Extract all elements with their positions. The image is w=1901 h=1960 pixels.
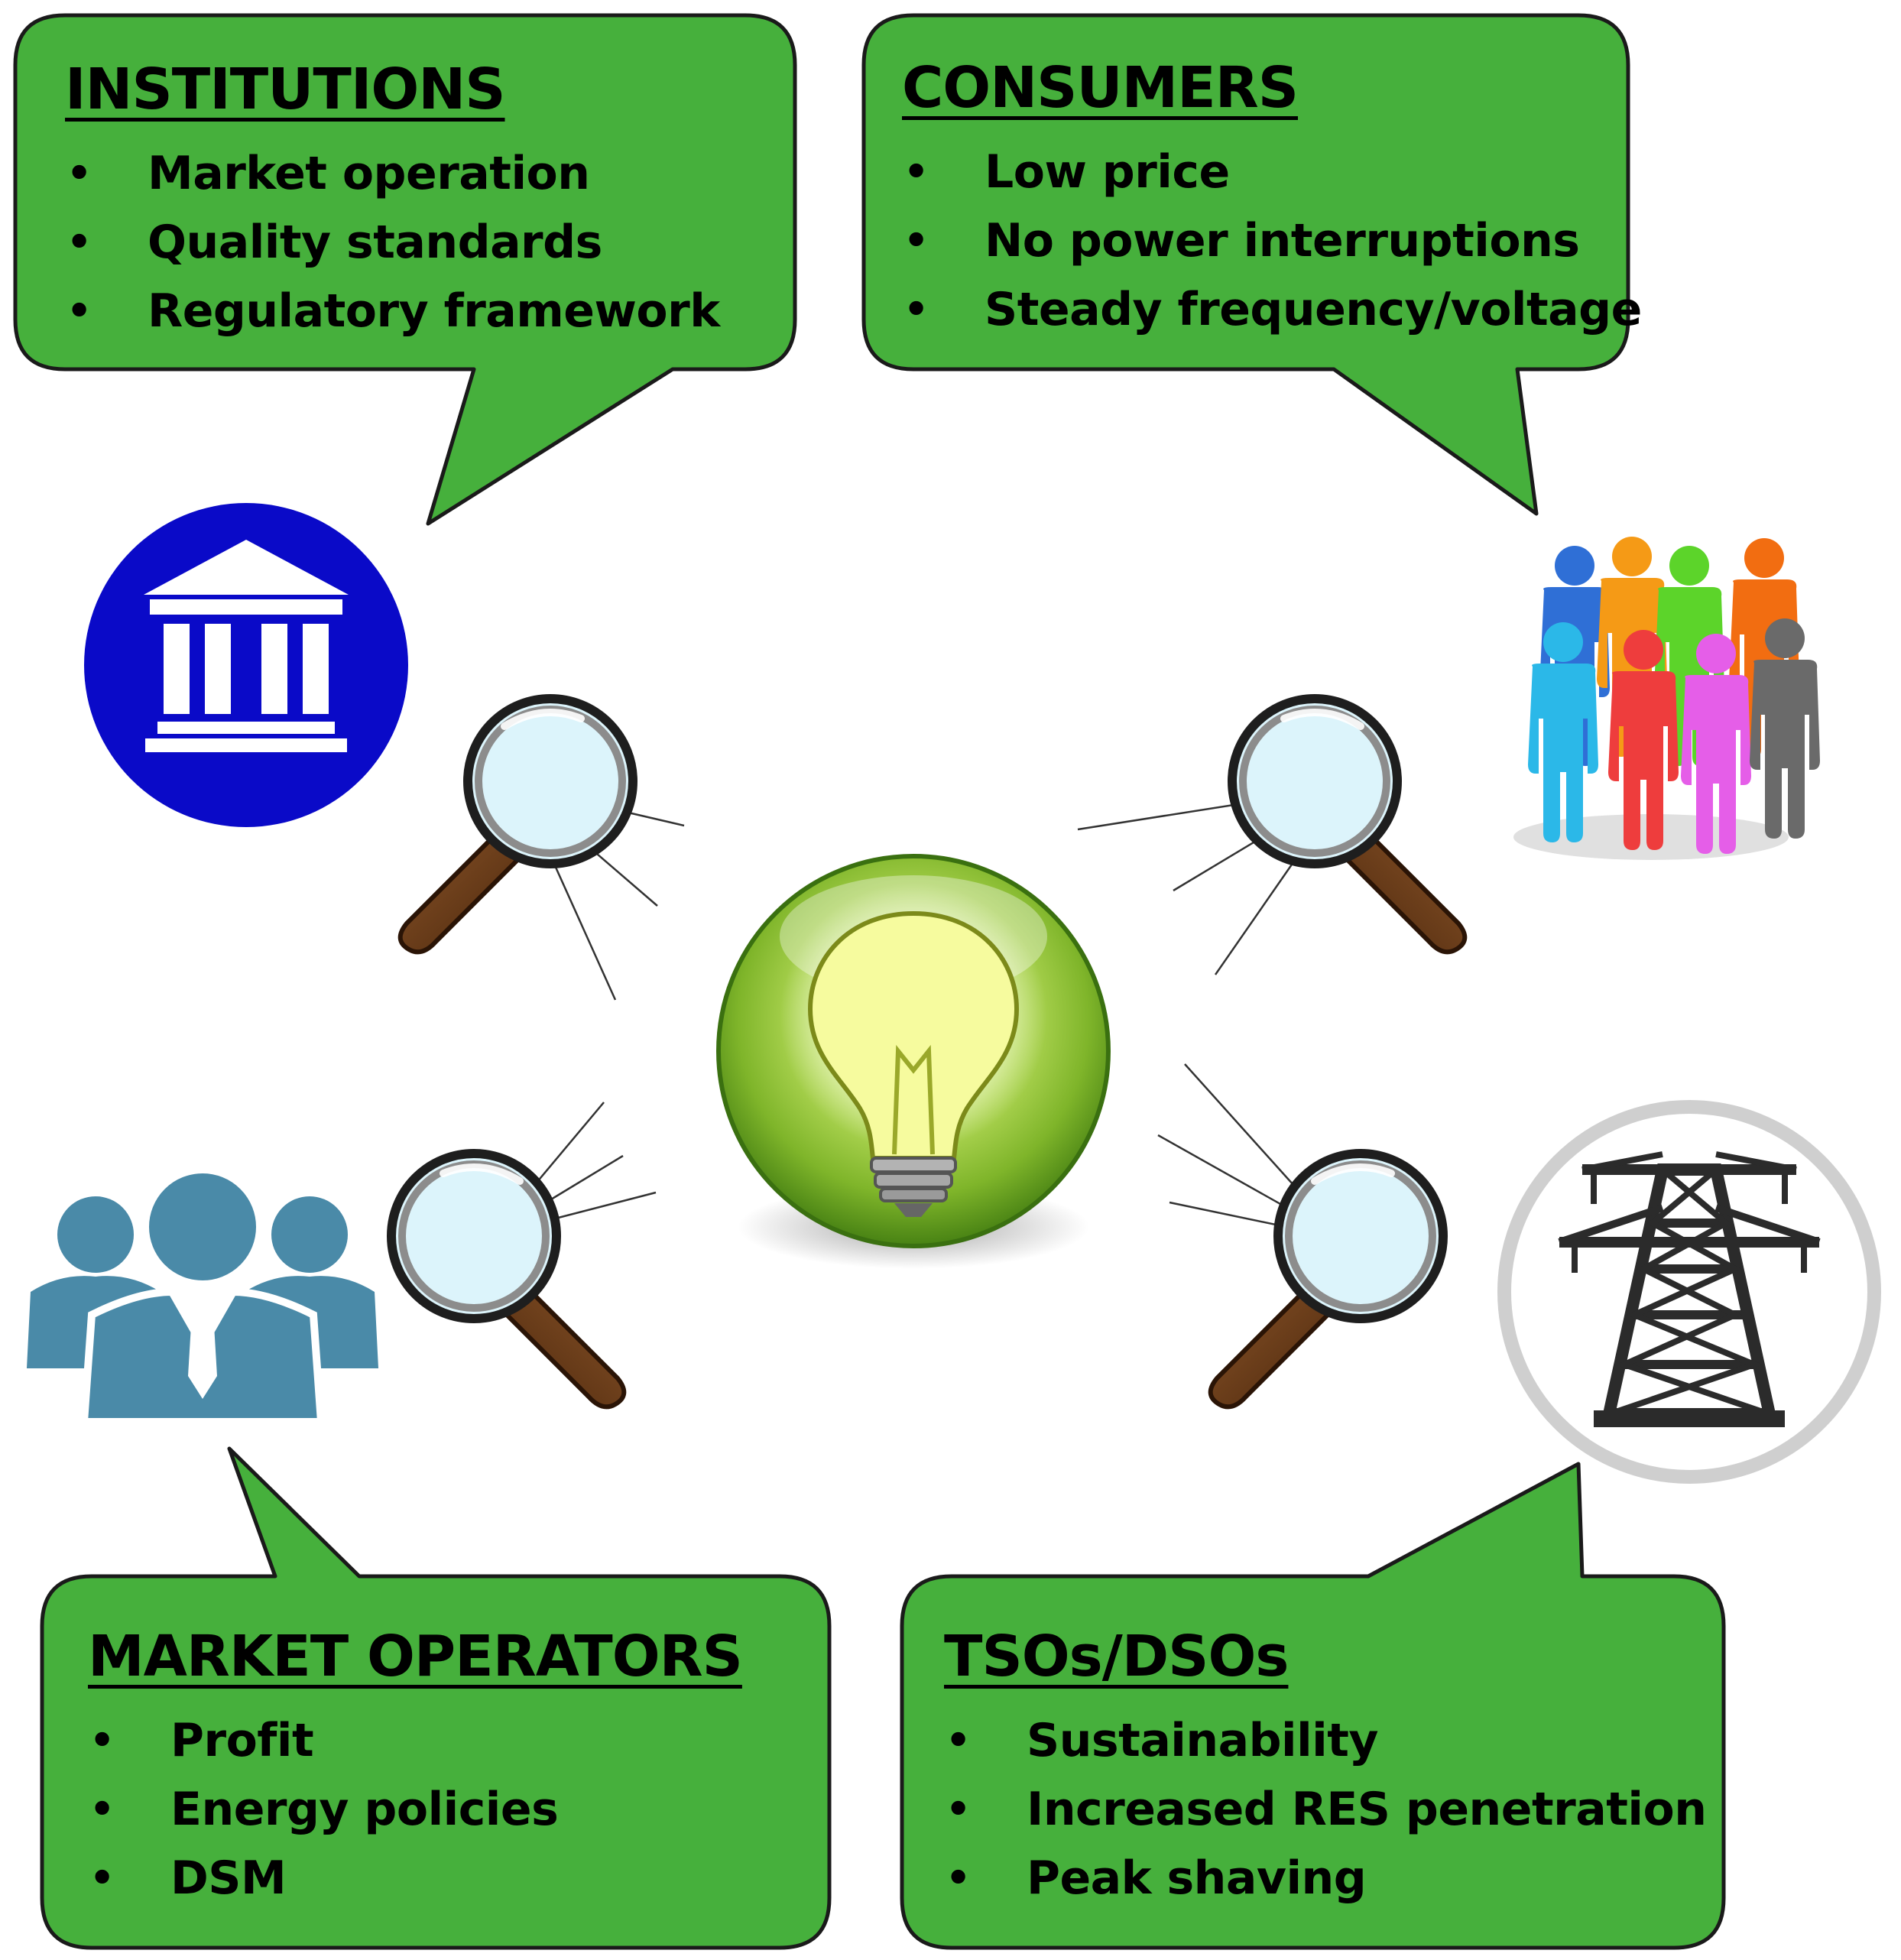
magnifying-glass-icon	[401, 699, 633, 952]
list-item: Market operation	[65, 139, 720, 208]
consumers-text: CONSUMERS Low price No power interruptio…	[902, 60, 1642, 344]
transmission-tower-icon	[1497, 1100, 1881, 1484]
tsos-dsos-list: Sustainability Increased RES penetration…	[944, 1706, 1707, 1913]
people-crowd-icon	[1513, 537, 1820, 860]
list-item: DSM	[88, 1844, 742, 1913]
market-operators-text: MARKET OPERATORS Profit Energy policies …	[88, 1624, 743, 1913]
list-item: Low price	[902, 138, 1642, 206]
list-item: Sustainability	[944, 1706, 1706, 1775]
institutions-list: Market operation Quality standards Regul…	[65, 139, 720, 346]
magnifying-glass-icon	[1232, 699, 1465, 952]
list-item: Peak shaving	[944, 1844, 1706, 1913]
magnifying-glass-icon	[1211, 1154, 1443, 1407]
light-bulb-icon	[716, 854, 1111, 1269]
market-operators-title: MARKET OPERATORS	[88, 1624, 743, 1689]
list-item: Profit	[88, 1706, 742, 1775]
institutions-text: INSTITUTIONS Market operation Quality st…	[65, 61, 720, 346]
list-item: No power interruptions	[902, 206, 1642, 275]
institution-building-icon	[84, 503, 408, 827]
consumers-title: CONSUMERS	[902, 55, 1299, 121]
list-item: Regulatory framework	[65, 277, 720, 346]
list-item: Steady frequency/voltage	[902, 275, 1642, 344]
tsos-dsos-text: TSOs/DSOs Sustainability Increased RES p…	[944, 1624, 1707, 1913]
list-item: Energy policies	[88, 1775, 742, 1844]
tsos-dsos-title: TSOs/DSOs	[944, 1624, 1289, 1689]
market-operators-list: Profit Energy policies DSM	[88, 1706, 742, 1913]
magnifying-glass-icon	[391, 1154, 624, 1407]
consumers-list: Low price No power interruptions Steady …	[902, 138, 1642, 344]
business-people-icon	[27, 1166, 378, 1426]
list-item: Increased RES penetration	[944, 1775, 1707, 1844]
list-item: Quality standards	[65, 208, 720, 277]
institutions-title: INSTITUTIONS	[65, 57, 505, 122]
